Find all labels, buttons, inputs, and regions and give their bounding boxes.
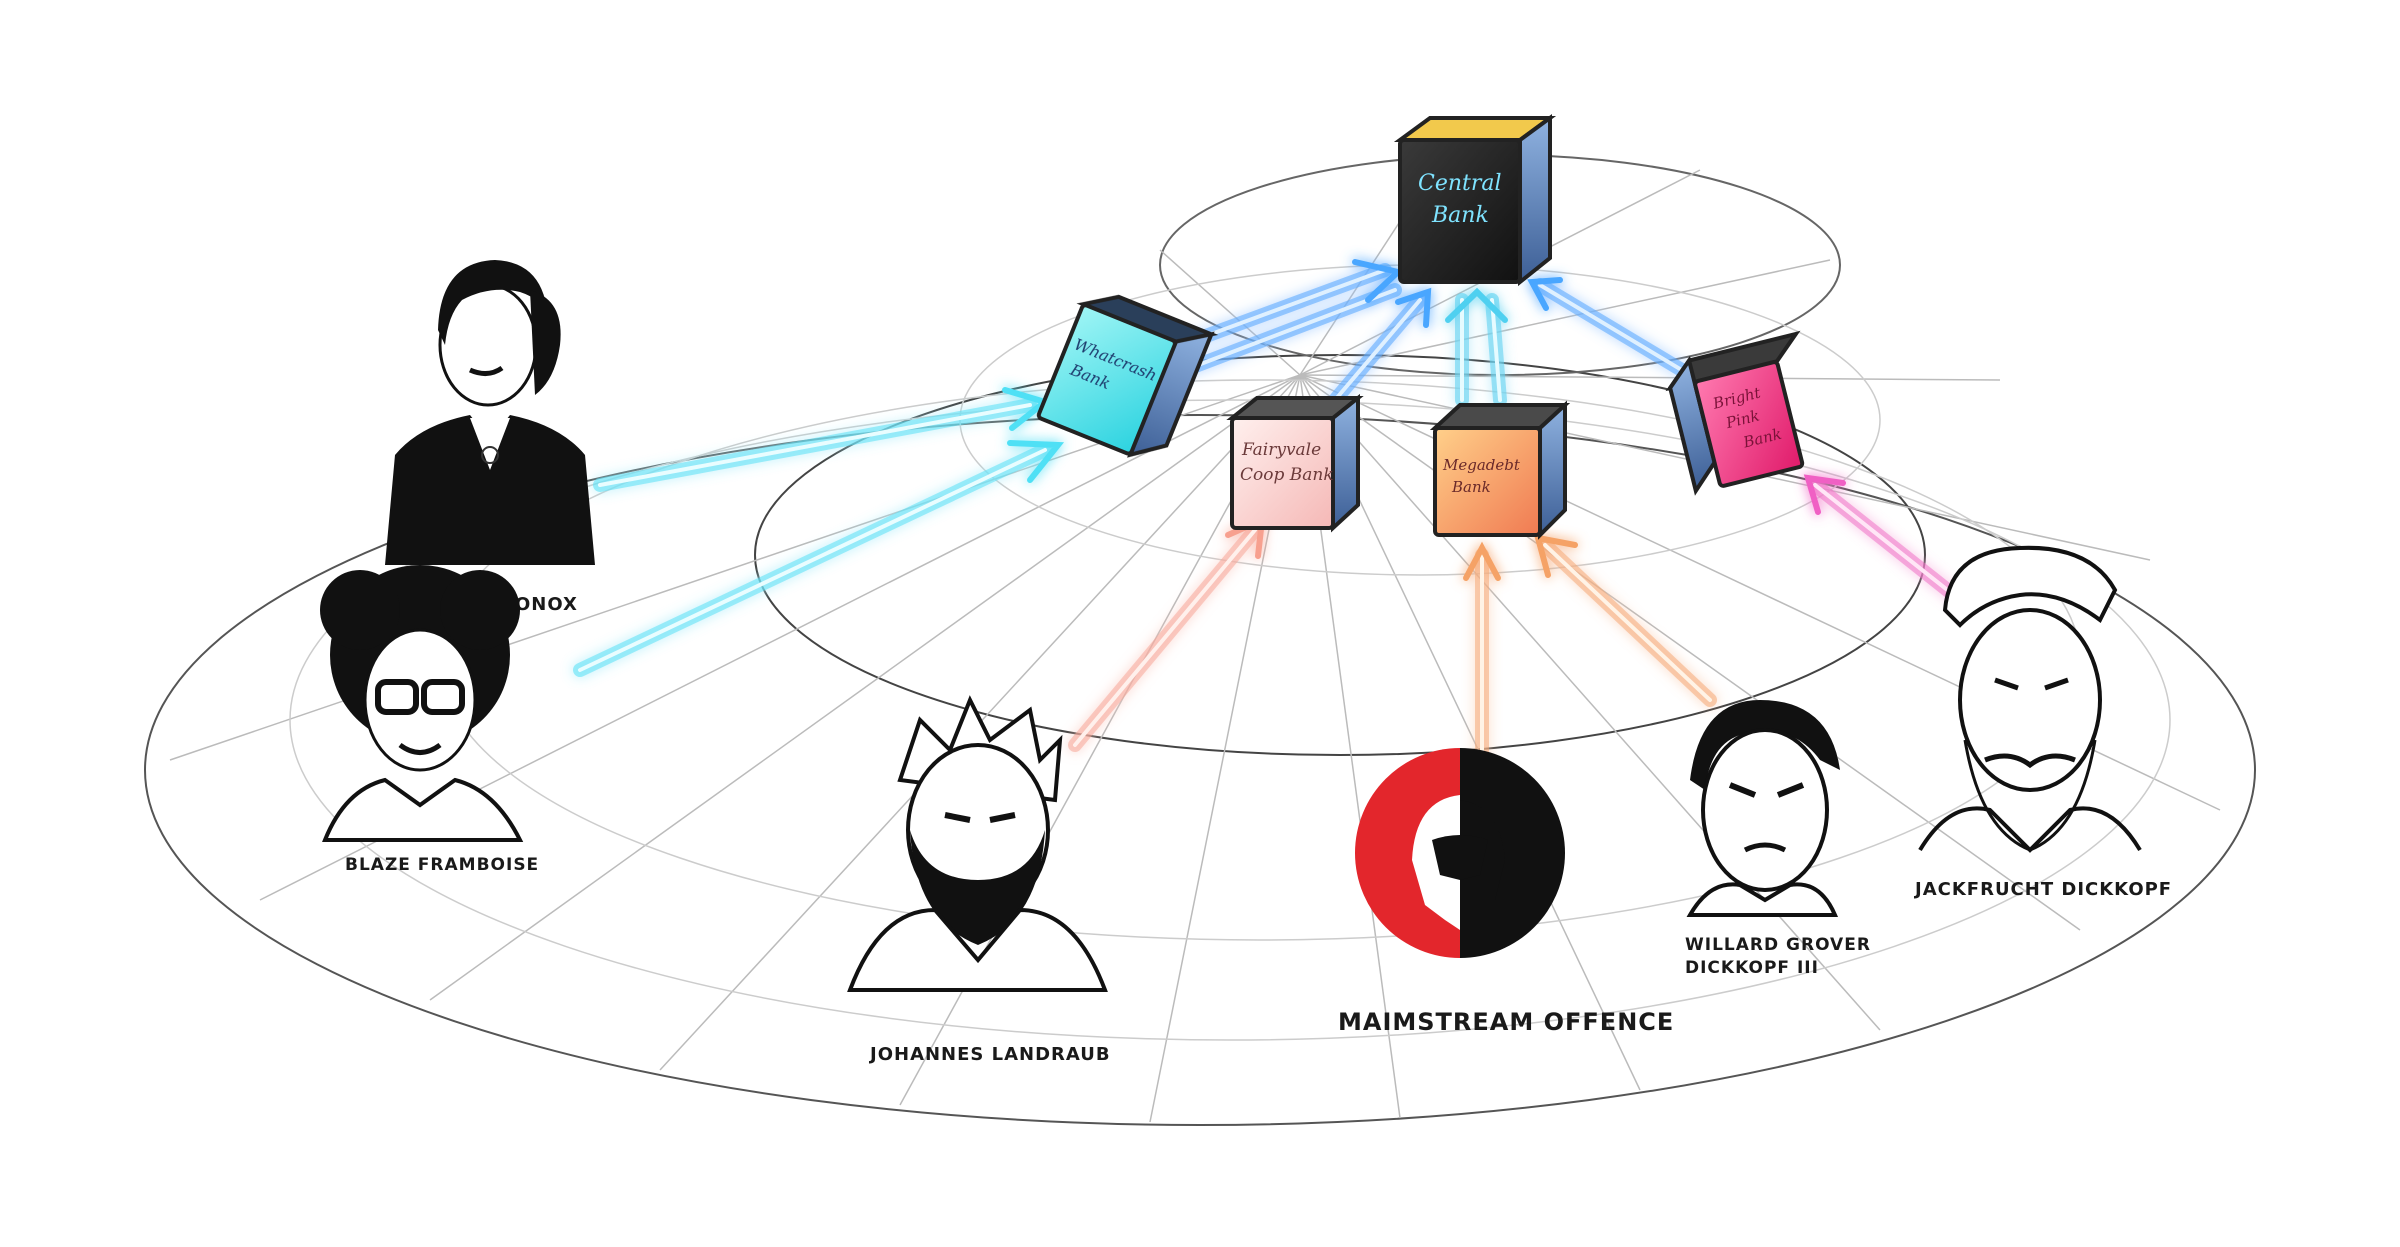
arrow-mainstream-to-megadebt — [1463, 541, 1501, 767]
megadebt-bank-label-line2: Bank — [1451, 478, 1491, 496]
fairyvale-bank-label-line1: Fairyvale — [1241, 440, 1321, 460]
outer-ellipse — [144, 414, 2256, 1126]
arrows — [573, 259, 1967, 767]
willard-grover-label-line1: WILLARD GROVER — [1685, 935, 1871, 955]
fairyvale-bank-label-line2: Coop Bank — [1240, 465, 1334, 485]
arrow-fairyvale-to-central — [1328, 287, 1432, 407]
woman-portrait — [385, 260, 595, 565]
willard-grover-portrait — [1686, 700, 1840, 917]
arrow-brightpink-to-central — [1527, 277, 1697, 382]
arrow-jackfrucht-to-brightpink — [1803, 474, 1967, 607]
johannes-landraub-label: JOHANNES LANDRAUB — [868, 1044, 1111, 1065]
mainstream-offence-label: MAIMSTREAM OFFENCE — [1338, 1008, 1674, 1036]
megadebt-bank-cube[interactable]: Megadebt Bank — [1429, 400, 1571, 540]
blaze-framboise-portrait — [320, 565, 524, 842]
central-bank-label-line2: Bank — [1431, 203, 1489, 228]
arrow-whatcrash-to-central — [1178, 259, 1405, 377]
arrow-blaze-to-whatcrash — [573, 440, 1065, 677]
johannes-landraub-portrait — [847, 695, 1108, 992]
megadebt-bank-label-line1: Megadebt — [1442, 456, 1521, 474]
willard-grover-label-line2: DICKKOPF III — [1685, 958, 1819, 978]
woman-name-label: ONOX — [515, 594, 578, 615]
arrow-willard-to-megadebt — [1533, 534, 1717, 707]
mainstream-offence-logo — [1355, 748, 1565, 958]
central-bank-cube[interactable]: Central Bank — [1393, 114, 1557, 287]
arrow-woman-to-whatcrash — [593, 387, 1052, 492]
jackfrucht-dickkopf-label: JACKFRUCHT DICKKOPF — [1913, 879, 2172, 900]
brightpink-bank-cube[interactable]: Bright Pink Bank — [1665, 330, 1827, 496]
central-bank-label-line1: Central — [1418, 171, 1502, 196]
jackfrucht-dickkopf-portrait — [1918, 545, 2142, 853]
blaze-framboise-label: BLAZE FRAMBOISE — [345, 855, 539, 875]
whatcrash-bank-cube[interactable]: Whatcrash Bank — [1036, 286, 1219, 466]
fairyvale-bank-cube[interactable]: Fairyvale Coop Bank — [1226, 393, 1364, 533]
arrow-johannes-to-fairyvale — [1068, 515, 1266, 752]
arrow-megadebt-to-central — [1445, 287, 1508, 407]
